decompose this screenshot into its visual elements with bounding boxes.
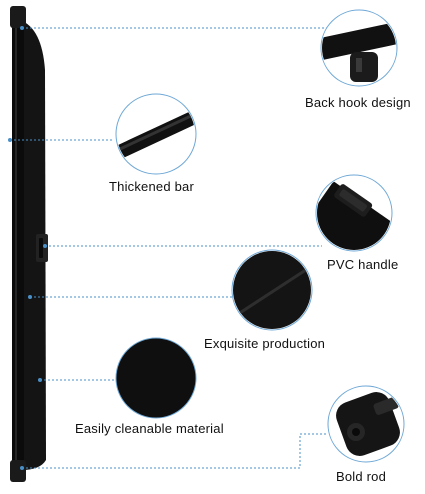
fabric-texture-icon: [231, 249, 313, 331]
callout-dots: [8, 26, 47, 470]
feature-label-thickened-bar: Thickened bar: [109, 179, 194, 194]
callout-lines: [10, 27, 328, 469]
feature-label-bold-rod: Bold rod: [336, 469, 387, 484]
feature-label-exquisite: Exquisite production: [204, 336, 326, 351]
feature-label-cleanable: Easily cleanable material: [75, 421, 224, 436]
rear-hook-icon: [320, 9, 398, 87]
cargo-cover-product: [10, 6, 48, 482]
feature-label-back-hook: Back hook design: [305, 95, 411, 110]
fabric-surface-icon: [115, 337, 197, 419]
callout-line-bold-rod: [22, 433, 328, 469]
handle-icon: [315, 174, 393, 252]
rod-end-icon: [327, 385, 405, 463]
bar-icon: [115, 93, 197, 175]
feature-label-pvc-handle: PVC handle: [327, 257, 399, 272]
